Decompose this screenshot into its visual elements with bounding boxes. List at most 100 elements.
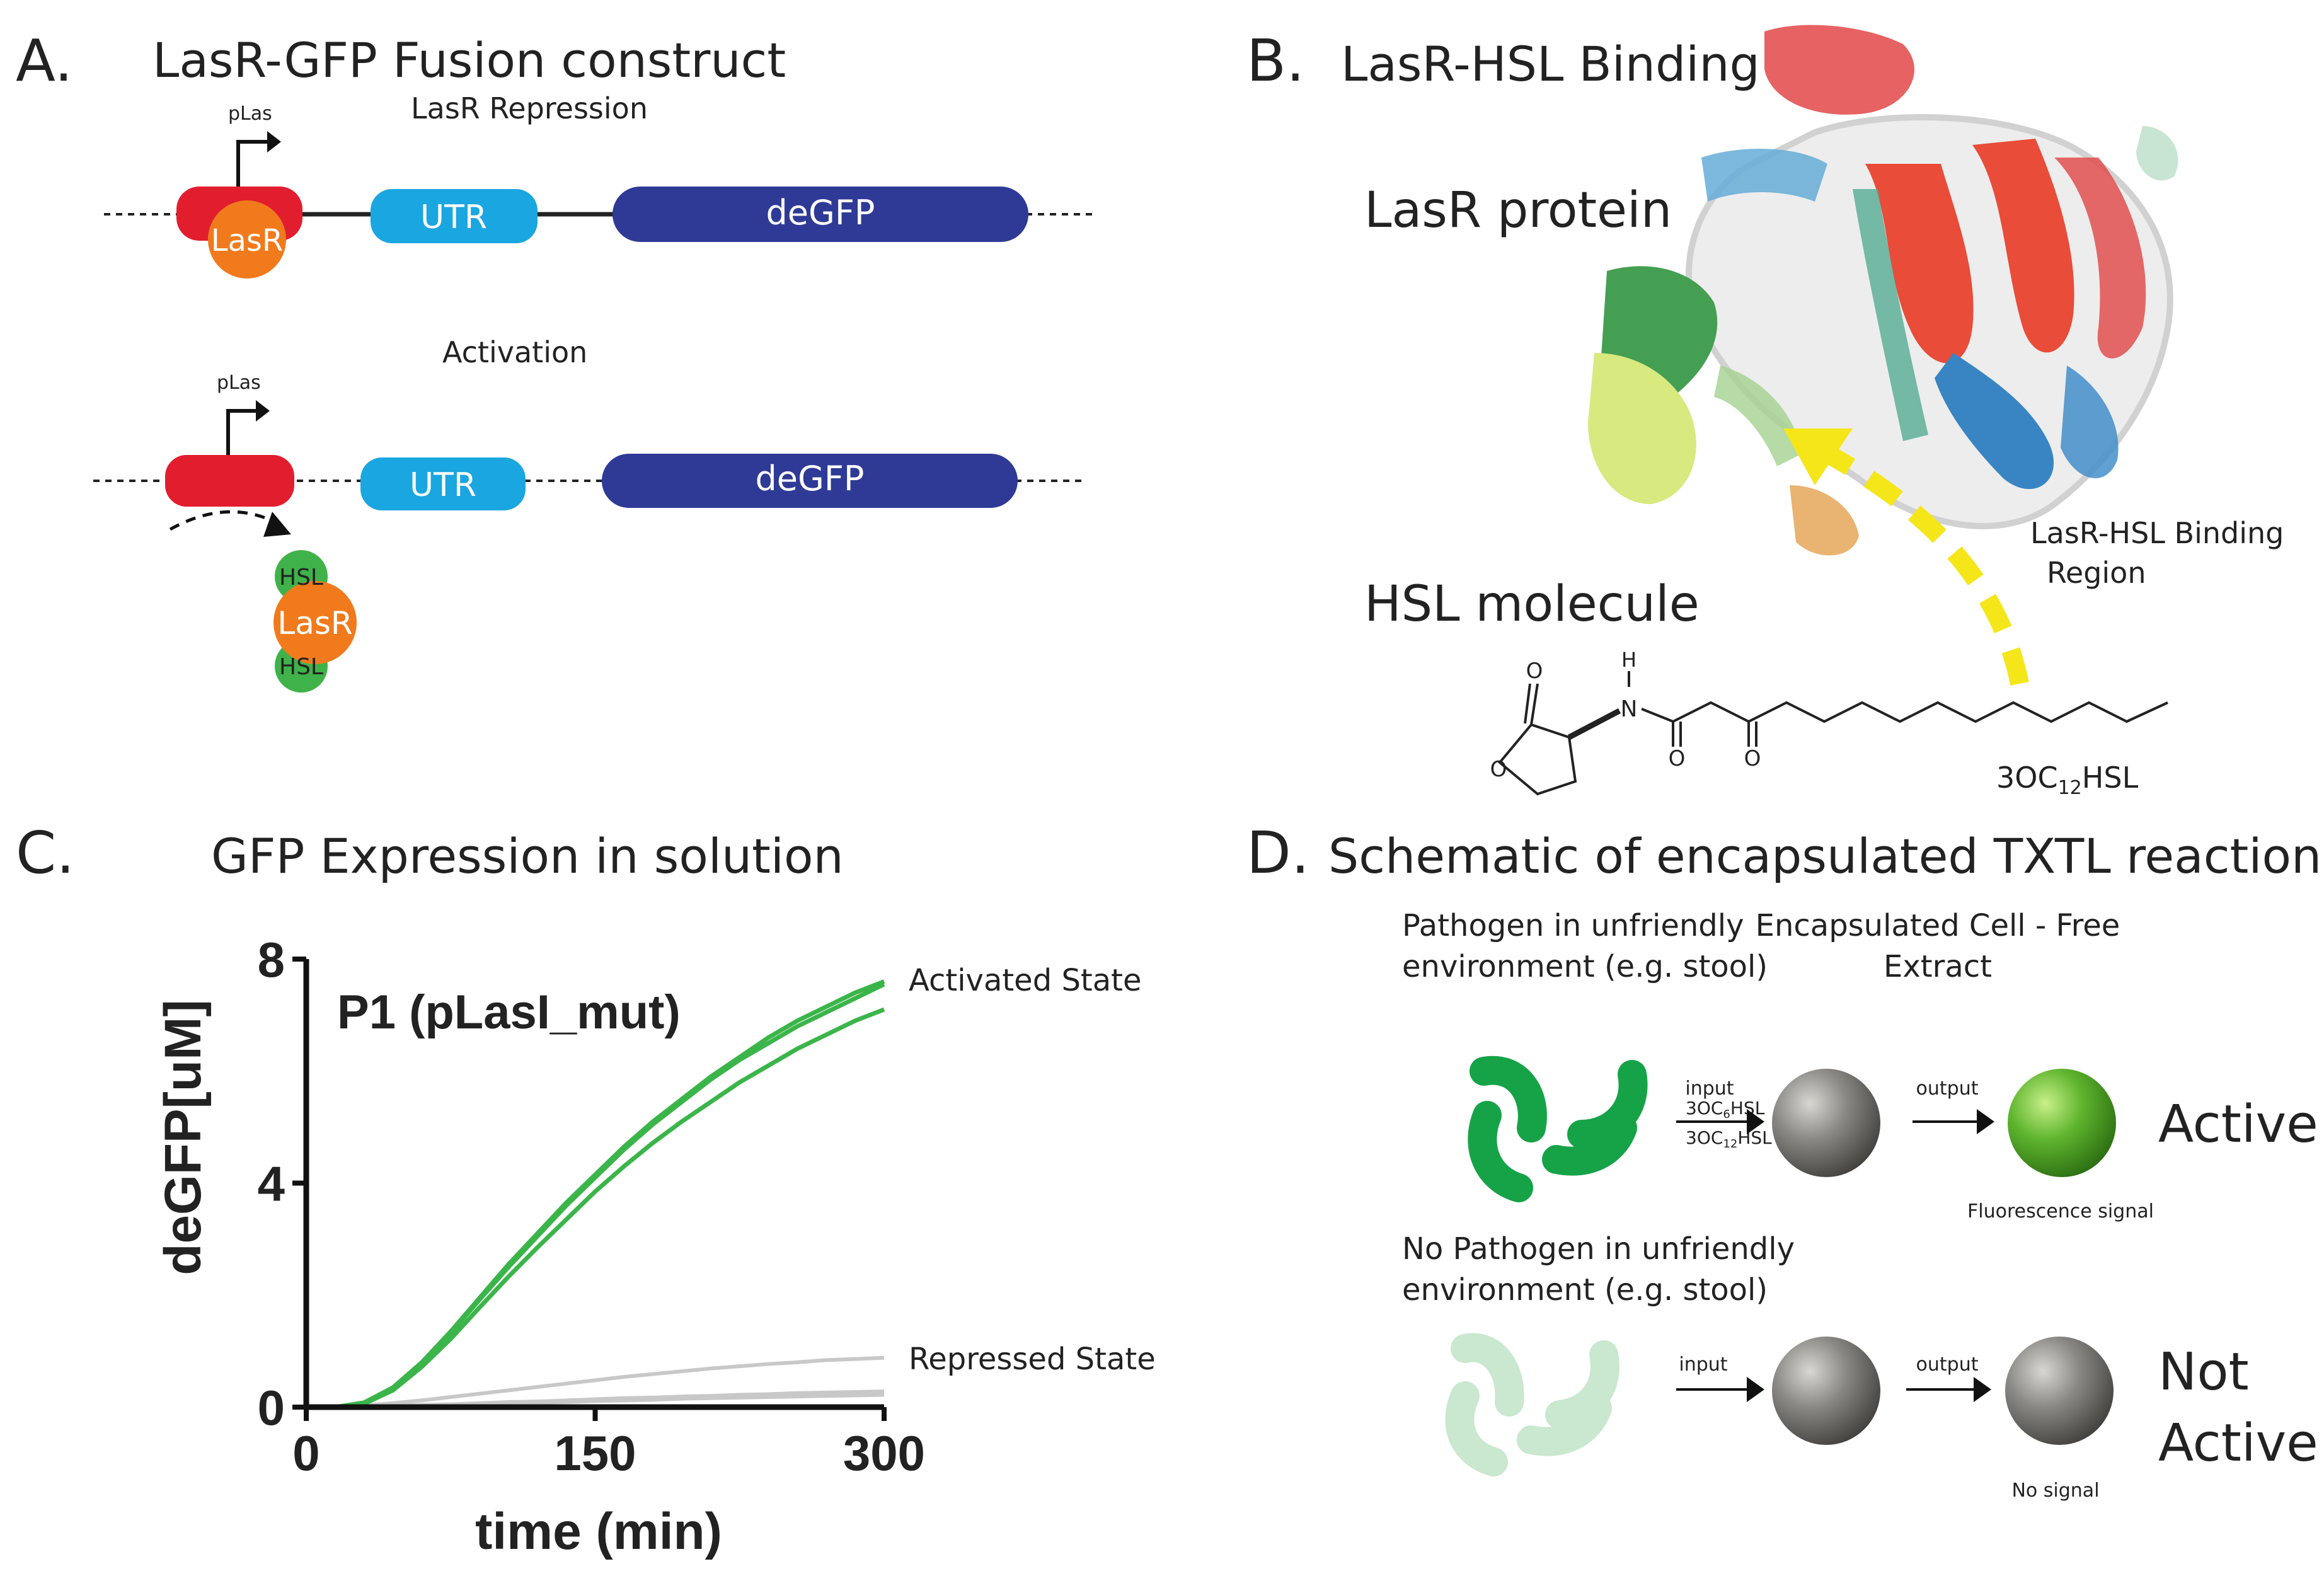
atom-o-keto-2: O [1744,746,1761,771]
degfp-box [602,454,1018,508]
degfp-label: deGFP [756,459,865,498]
y-tick-label: 8 [258,932,285,987]
activation-label: Activation [442,335,587,369]
panel-c-letter: C. [16,819,74,887]
faded-pathogen-cluster [1445,1333,1619,1476]
output-label-inactive: output [1916,1354,1979,1376]
pathogen-rod [1468,1101,1533,1202]
pathogen-label-line1: Pathogen in unfriendly [1402,908,1744,943]
panel-b-letter: B. [1246,27,1304,95]
binding-arrow [1822,445,2029,686]
pathogen-label-line2: environment (e.g. stool) [1402,949,1768,984]
y-axis-label: deGFP[uM] [154,999,212,1275]
lactone-ring [1498,723,1577,796]
promoter-arrowhead [256,400,270,422]
plot-inset-label: P1 (pLasI_mut) [337,986,681,1039]
faded-pathogen-rod [1451,1333,1524,1417]
lasr-label: LasR [277,605,352,641]
lasr-protein-structure [1588,25,2178,556]
helix-red-1 [1865,164,1974,364]
output-label-active: output [1916,1078,1979,1100]
beta-strand-teal [1853,189,1928,441]
helix-blue-3 [2061,365,2119,478]
no-signal-label: No signal [2011,1480,2099,1502]
input-molecule-1: 3OC6HSL [1686,1098,1765,1121]
series-line-repressed-1 [306,1355,885,1409]
helix-blue-1 [1701,149,1827,202]
input-arrowhead-active [1747,1109,1764,1134]
carbonyl-double-bond [1524,683,1531,724]
fluorescence-signal-label: Fluorescence signal [1967,1200,2154,1222]
helix-red-3 [2054,158,2146,359]
encapsulated-extract-sphere-inactive [1772,1337,1880,1445]
panel-a-letter: A. [16,27,73,95]
x-tick-label: 300 [843,1425,925,1481]
construct-repression: pLas LasR UTR deGFP [104,103,1096,279]
utr-label: UTR [410,466,476,504]
non-fluorescent-sphere [2005,1337,2114,1445]
atom-n: N [1621,696,1638,722]
not-active-label-line2: Active [2158,1413,2318,1473]
repression-label: LasR Repression [411,91,648,125]
hsl-label-top: HSL [279,565,323,590]
activated-state-label: Activated State [909,963,1142,998]
binding-region-label-line2: Region [2047,556,2146,590]
repressed-state-label: Repressed State [909,1342,1156,1377]
utr-box [371,189,538,243]
pathogen-cluster [1468,1055,1648,1202]
atom-o-ring: O [1490,757,1507,782]
molecule-name: 3OC12HSL [1996,761,2139,799]
atom-o-carbonyl: O [1526,659,1543,684]
x-tick-label: 0 [292,1425,319,1481]
panel-a: A. LasR-GFP Fusion construct LasR Repres… [16,27,1096,693]
x-tick-label: 150 [554,1425,636,1481]
amide-bond [1641,708,1674,723]
output-arrowhead-active [1977,1109,1994,1134]
promoter-arrow [236,140,271,187]
hsl-molecule-label: HSL molecule [1364,576,1700,633]
input-arrowhead-inactive [1747,1377,1764,1402]
not-active-label-line1: Not [2158,1342,2249,1402]
hsl-chemical-structure [1498,671,2168,796]
atom-o-keto-1: O [1669,746,1686,771]
fluorescent-sphere [2008,1069,2116,1177]
panel-d-title: Schematic of encapsulated TXTL reaction [1328,828,2321,884]
recruitment-arrowhead [263,512,291,537]
pathogen-rod [1470,1055,1547,1142]
promoter-arrowhead [267,131,281,152]
panel-b-title: LasR-HSL Binding [1341,36,1760,92]
sheet-light-green [1714,365,1802,466]
construct-activation: pLas UTR deGFP HSL LasR HSL [93,372,1085,693]
input-label-active: input [1685,1078,1734,1100]
recruitment-arrow [169,510,279,531]
extract-label-line2: Extract [1884,949,1992,984]
input-label-inactive: input [1679,1354,1727,1376]
carbonyl-bond [1530,683,1539,725]
promoter-label: pLas [217,372,261,394]
faded-pathogen-rod [1517,1394,1612,1456]
degfp-label: deGFP [766,193,875,233]
output-arrowhead-inactive [1974,1377,1991,1402]
binding-region-label-line1: LasR-HSL Binding [2030,516,2284,550]
encapsulated-extract-sphere-active [1772,1069,1880,1177]
utr-box [360,457,526,510]
input-molecule-2: 3OC12HSL [1686,1127,1772,1151]
pathogen-rod [1542,1113,1637,1176]
lasr-label: LasR [211,223,284,258]
x-axis-label: time (min) [475,1503,722,1560]
panel-c-title: GFP Expression in solution [211,828,844,884]
y-tick-label: 4 [258,1156,285,1212]
panel-b: B. LasR-HSL Binding LasR protein LasR-HS… [1246,25,2284,799]
hsl-label-bottom: HSL [279,654,323,680]
lasr-repressor [208,200,286,279]
binding-arrowhead [1783,429,1853,485]
helix-red-top [1764,25,1914,115]
promoter-box [165,455,294,507]
wedge-bond [1567,708,1621,740]
panel-d: D. Schematic of encapsulated TXTL reacti… [1246,819,2321,1502]
no-pathogen-label-line2: environment (e.g. stool) [1402,1272,1768,1308]
helix-yellow-green [1588,353,1696,504]
